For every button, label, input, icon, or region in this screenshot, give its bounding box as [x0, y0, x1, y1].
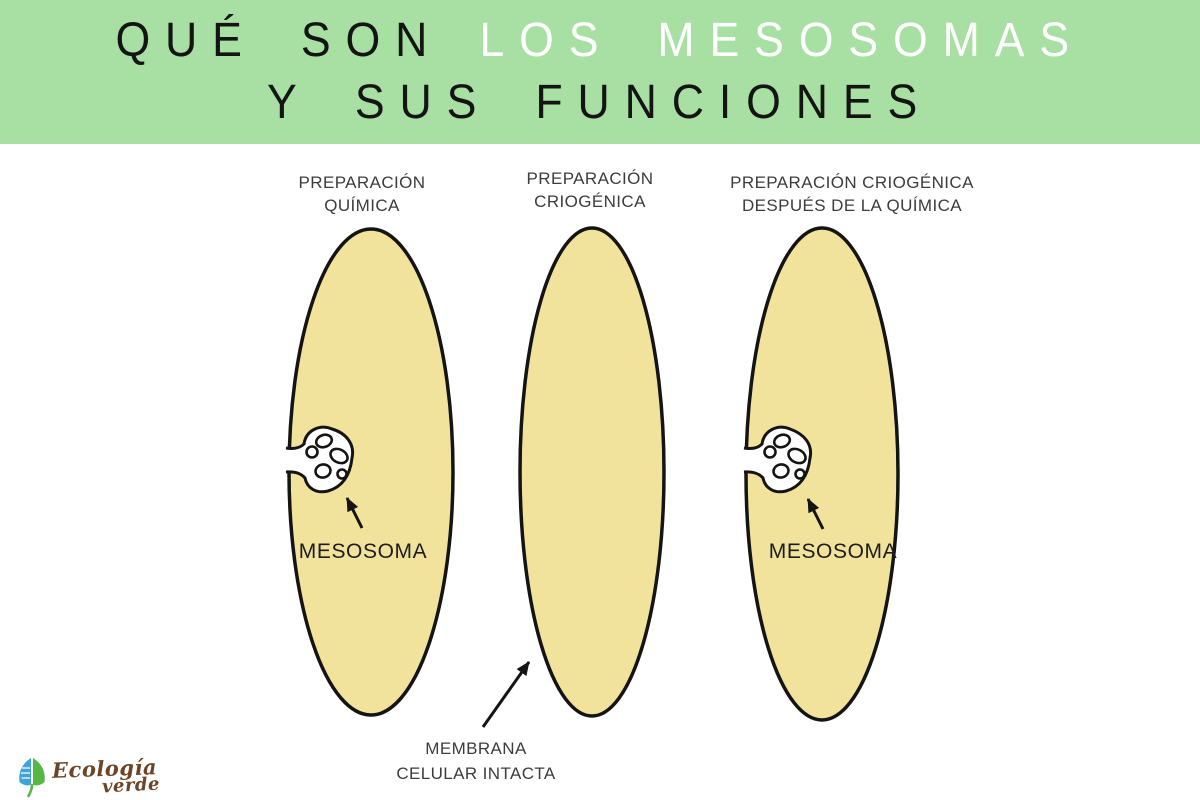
label-preparacion-criogenica-despues: PREPARACIÓN CRIOGÉNICA DESPUÉS DE LA QUÍ…: [702, 171, 1002, 217]
mesosome-blob-3: [743, 425, 813, 494]
mesosome-arrow-3: [806, 498, 825, 530]
title-banner: QUÉ SON LOS MESOSOMAS Y SUS FUNCIONES: [0, 0, 1200, 144]
mesosome-blob-1: [285, 425, 355, 494]
title-part-los-mesosomas: LOS MESOSOMAS: [479, 14, 1085, 67]
label-preparacion-quimica: PREPARACIÓN QUÍMICA: [212, 171, 512, 217]
mesosome-vesicles-1: [305, 433, 349, 480]
membrane-arrow: [481, 661, 531, 728]
label-line: PREPARACIÓN: [526, 169, 654, 188]
cell-cryogenic-after-shape: [744, 226, 900, 722]
label-line: CELULAR INTACTA: [396, 764, 556, 783]
label-membrana-celular-intacta: MEMBRANA CELULAR INTACTA: [326, 736, 626, 786]
cell-cryogenic-shape: [518, 226, 666, 718]
mesosome-arrow-1: [345, 497, 364, 529]
leaf-icon: [19, 758, 45, 798]
mesosome-vesicles-3: [763, 433, 807, 480]
label-line: MEMBRANA: [425, 739, 527, 758]
title-line-2: Y SUS FUNCIONES: [267, 76, 933, 129]
label-mesosoma-1: MESOSOMA: [298, 540, 428, 563]
logo-text-sub: verde: [101, 773, 161, 798]
label-line: CRIOGÉNICA: [534, 192, 646, 211]
label-line: DESPUÉS DE LA QUÍMICA: [741, 196, 962, 215]
label-line: QUÍMICA: [324, 196, 400, 215]
title-part-que-son: QUÉ SON: [115, 14, 443, 67]
label-mesosoma-3: MESOSOMA: [768, 540, 898, 563]
label-preparacion-criogenica: PREPARACIÓN CRIOGÉNICA: [440, 167, 740, 213]
label-line: PREPARACIÓN CRIOGÉNICA: [730, 173, 974, 192]
ecologiaverde-logo: Ecología verde: [16, 750, 166, 798]
label-line: PREPARACIÓN: [298, 173, 426, 192]
title-line-1: QUÉ SON LOS MESOSOMAS: [116, 10, 1085, 72]
